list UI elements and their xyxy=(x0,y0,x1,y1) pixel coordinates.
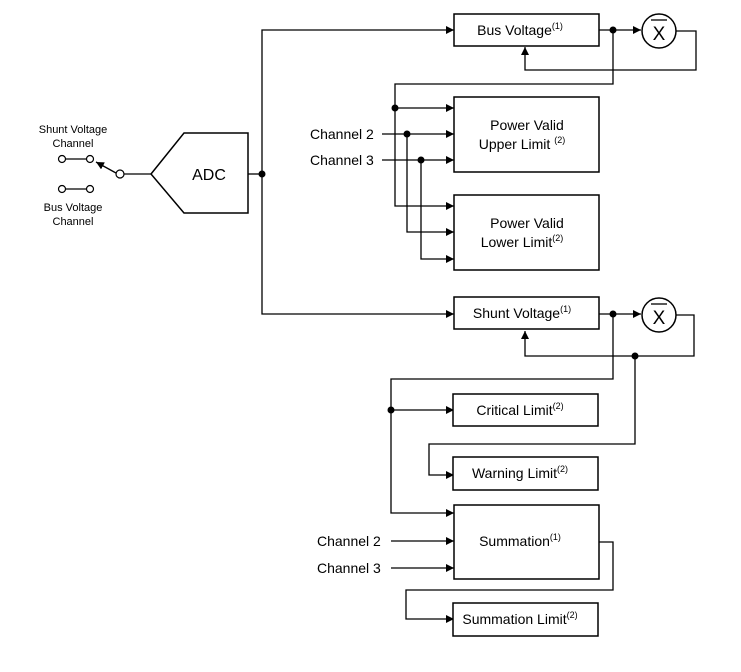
power-valid-lower-block: Power Valid Lower Limit(2) xyxy=(453,194,600,271)
bus-channel-label-line1: Bus Voltage xyxy=(44,202,103,214)
switch-pivot xyxy=(115,169,125,179)
bus-feedback-wire xyxy=(521,30,697,71)
svg-text:Upper Limit(2): Upper Limit(2) xyxy=(479,135,566,152)
shunt-terminal-left xyxy=(57,154,67,164)
shunt-terminal-right xyxy=(85,154,95,164)
adc-block: ADC xyxy=(150,132,249,214)
bus-voltage-label: Bus Voltage xyxy=(477,22,552,38)
adc-to-bus-voltage-wire xyxy=(261,26,454,174)
adc-to-shunt-voltage-wire xyxy=(261,174,454,318)
power-valid-upper-line1: Power Valid xyxy=(490,117,564,133)
sum-channel3-label: Channel 3 xyxy=(317,560,381,576)
critical-limit-label: Critical Limit xyxy=(476,402,552,418)
shunt-channel-label-line2: Channel xyxy=(53,138,94,150)
svg-text:Critical Limit(2): Critical Limit(2) xyxy=(476,401,563,418)
summation-note: (1) xyxy=(550,532,561,542)
svg-text:Warning Limit(2): Warning Limit(2) xyxy=(472,464,568,481)
averaged-to-warning-wire xyxy=(428,356,636,479)
power-valid-lower-line1: Power Valid xyxy=(490,215,564,231)
pv-channel2-label: Channel 2 xyxy=(310,126,374,142)
input-switch: Shunt Voltage Channel Bus Voltage Channe… xyxy=(39,124,152,228)
power-valid-lower-line2: Lower Limit xyxy=(481,234,553,250)
summation-limit-label: Summation Limit xyxy=(462,611,566,627)
bus-averager: X xyxy=(641,13,677,49)
bus-averager-symbol: X xyxy=(653,24,666,45)
shunt-voltage-note: (1) xyxy=(560,304,571,314)
shunt-averager: X xyxy=(641,297,677,333)
warning-limit-note: (2) xyxy=(557,464,568,474)
svg-text:Bus Voltage(1): Bus Voltage(1) xyxy=(477,21,563,38)
summation-limit-note: (2) xyxy=(567,610,578,620)
summation-block: Summation(1) xyxy=(453,504,600,580)
summation-limit-block: Summation Limit(2) xyxy=(452,602,599,637)
power-valid-upper-block: Power Valid Upper Limit(2) xyxy=(453,96,600,173)
shunt-averager-symbol: X xyxy=(653,308,666,329)
shunt-feedback-wire xyxy=(521,314,695,357)
critical-limit-note: (2) xyxy=(553,401,564,411)
shunt-voltage-label: Shunt Voltage xyxy=(473,305,560,321)
svg-text:Lower Limit(2): Lower Limit(2) xyxy=(481,233,564,250)
summation-to-limit-wire xyxy=(405,541,614,623)
bus-terminal-left xyxy=(57,184,67,194)
bus-channel-label-line2: Channel xyxy=(53,216,94,228)
critical-limit-block: Critical Limit(2) xyxy=(452,393,599,427)
power-valid-upper-note: (2) xyxy=(554,135,565,145)
shunt-channel-label-line1: Shunt Voltage xyxy=(39,124,108,136)
shunt-voltage-block: Shunt Voltage(1) xyxy=(453,296,600,330)
power-valid-upper-line2: Upper Limit xyxy=(479,136,551,152)
bus-terminal-right xyxy=(85,184,95,194)
svg-text:Shunt Voltage(1): Shunt Voltage(1) xyxy=(473,304,571,321)
switch-arm xyxy=(95,161,117,174)
bus-voltage-block: Bus Voltage(1) xyxy=(453,13,600,47)
svg-text:Summation(1): Summation(1) xyxy=(479,532,561,549)
pv-channel3-label: Channel 3 xyxy=(310,152,374,168)
bus-voltage-note: (1) xyxy=(552,21,563,31)
warning-limit-label: Warning Limit xyxy=(472,465,557,481)
power-valid-lower-note: (2) xyxy=(552,233,563,243)
adc-label: ADC xyxy=(192,167,226,184)
svg-text:Summation Limit(2): Summation Limit(2) xyxy=(462,610,577,627)
sum-channel2-label: Channel 2 xyxy=(317,533,381,549)
summation-label: Summation xyxy=(479,533,550,549)
warning-limit-block: Warning Limit(2) xyxy=(452,456,599,491)
